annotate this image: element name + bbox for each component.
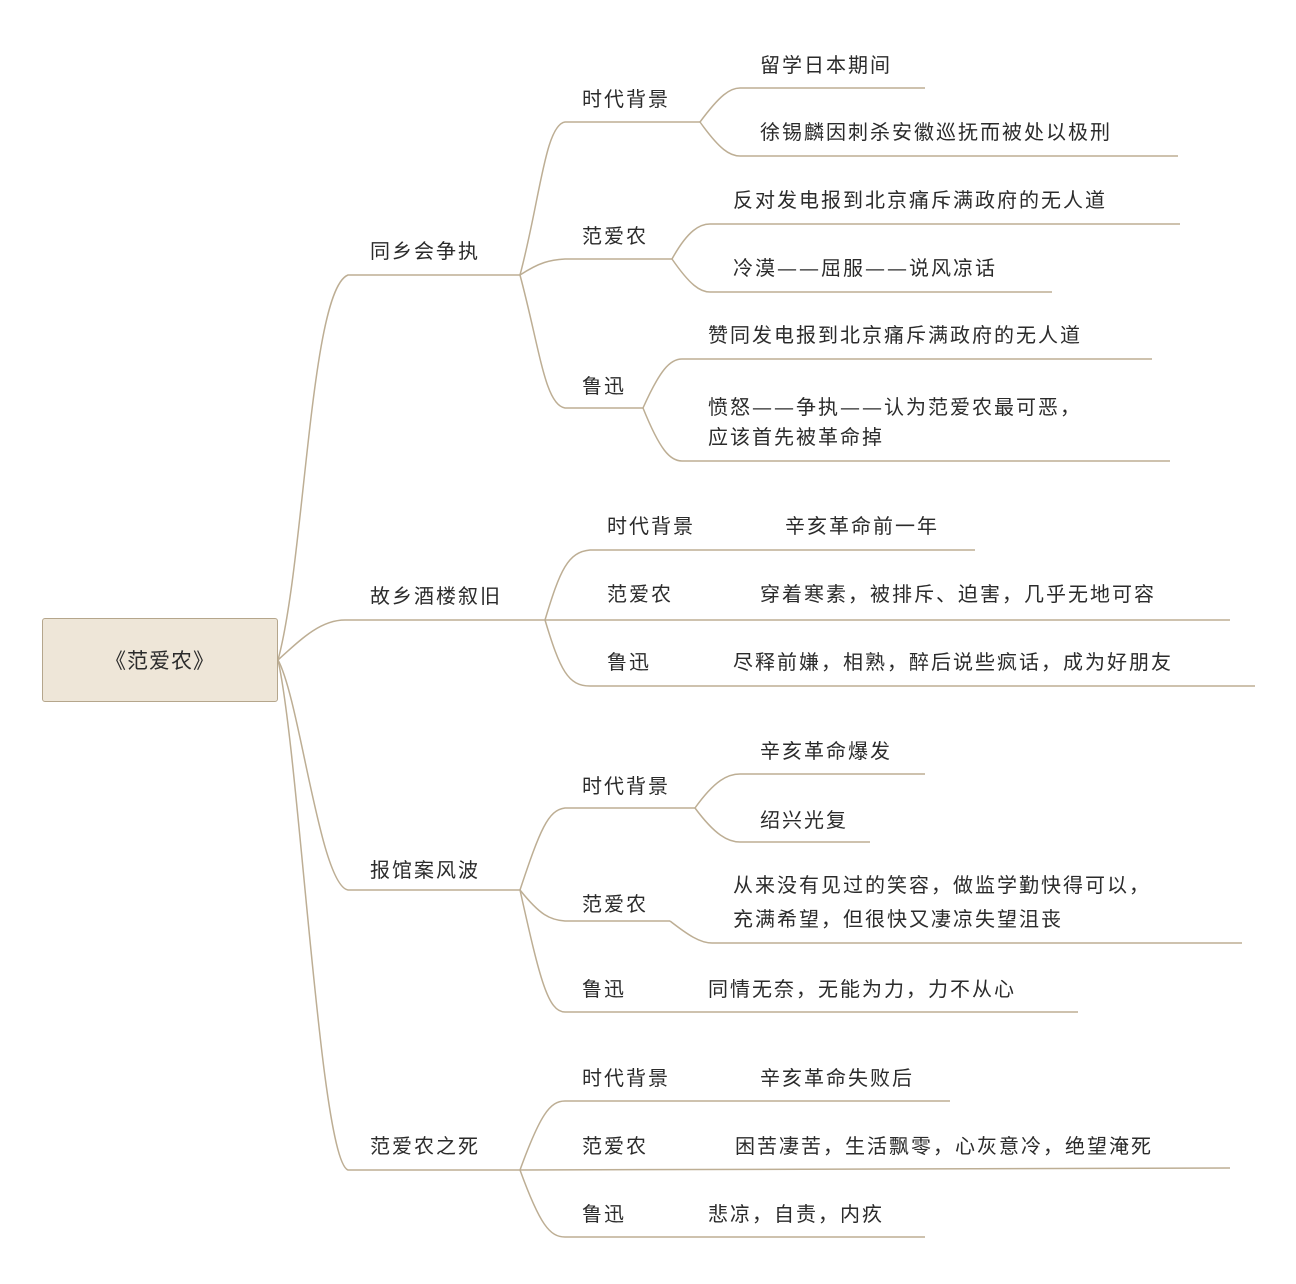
connector-b2-c0 [519, 807, 695, 891]
leaf-text: 辛亥革命失败后 [760, 1066, 914, 1090]
leaf-text: 悲凉，自责，内疚 [708, 1202, 884, 1226]
connector-b1-c0 [544, 549, 975, 621]
leaf-text: 徐锡麟因刺杀安徽巡抚而被处以极刑 [760, 120, 1112, 144]
leaf-text: 同情无奈，无能为力，力不从心 [708, 977, 1016, 1001]
connector-b0-c2 [519, 274, 643, 409]
branch-label-2[interactable]: 故乡酒楼叙旧 [370, 584, 502, 608]
connector-b0-c0-i1 [699, 121, 1178, 157]
connector-b2-c0-i0 [694, 773, 925, 809]
leaf-text: 冷漠——屈服——说风凉话 [733, 256, 997, 280]
connector-b0-c1-i1 [671, 258, 1052, 293]
topic-label[interactable]: 鲁迅 [607, 650, 651, 674]
root-node[interactable]: 《范爱农》 [42, 618, 278, 702]
leaf-text: 困苦凄苦，生活飘零，心灰意冷，绝望淹死 [735, 1134, 1153, 1158]
topic-label[interactable]: 范爱农 [607, 582, 673, 606]
connector-b2-c0-i1 [694, 807, 870, 843]
connector-b1-c2 [544, 619, 1255, 687]
leaf-text: 辛亥革命爆发 [760, 739, 892, 763]
connector-root-b3 [277, 659, 520, 1171]
leaf-text: 愤怒——争执——认为范爱农最可恶， [708, 395, 1082, 419]
leaf-text: 留学日本期间 [760, 53, 892, 77]
connector-b0-c2-i0 [642, 358, 1152, 409]
connector-b3-c1 [519, 1167, 1231, 1171]
connector-b0-c2-i1 [642, 407, 1170, 462]
leaf-text: 赞同发电报到北京痛斥满政府的无人道 [708, 323, 1082, 347]
connector-root-b1 [277, 619, 545, 661]
branch-label-4[interactable]: 范爱农之死 [370, 1134, 480, 1158]
leaf-text: 应该首先被革命掉 [708, 425, 884, 449]
connector-b0-c1-i0 [671, 223, 1180, 260]
connector-b2-c1-i0 [669, 920, 1242, 944]
leaf-text: 充满希望，但很快又凄凉失望沮丧 [733, 907, 1063, 931]
connector-b0-c0-i0 [699, 87, 925, 123]
connector-b2-c1 [519, 889, 670, 922]
topic-label[interactable]: 范爱农 [582, 1134, 648, 1158]
topic-label[interactable]: 时代背景 [582, 774, 670, 798]
topic-label[interactable]: 鲁迅 [582, 374, 626, 398]
connector-b3-c0 [519, 1100, 950, 1171]
topic-label[interactable]: 范爱农 [582, 224, 648, 248]
connector-b3-c2 [519, 1169, 925, 1238]
leaf-text: 尽释前嫌，相熟，醉后说些疯话，成为好朋友 [733, 650, 1173, 674]
topic-label[interactable]: 范爱农 [582, 892, 648, 916]
leaf-text: 辛亥革命前一年 [785, 514, 939, 538]
root-label: 《范爱农》 [105, 649, 215, 673]
leaf-text: 从来没有见过的笑容，做监学勤快得可以， [733, 873, 1151, 897]
leaf-text: 穿着寒素，被排斥、迫害，几乎无地可容 [760, 582, 1156, 606]
topic-label[interactable]: 时代背景 [582, 87, 670, 111]
leaf-text: 反对发电报到北京痛斥满政府的无人道 [733, 188, 1107, 212]
topic-label[interactable]: 时代背景 [607, 514, 695, 538]
connector-root-b0 [277, 274, 520, 661]
topic-label[interactable]: 时代背景 [582, 1066, 670, 1090]
connector-b2-c2 [519, 889, 1078, 1013]
topic-label[interactable]: 鲁迅 [582, 1202, 626, 1226]
topic-label[interactable]: 鲁迅 [582, 977, 626, 1001]
branch-label-3[interactable]: 报馆案风波 [370, 858, 480, 882]
connector-b0-c0 [519, 121, 700, 276]
connector-root-b2 [277, 659, 520, 891]
connector-b0-c1 [519, 258, 672, 276]
leaf-text: 绍兴光复 [760, 808, 848, 832]
branch-label-1[interactable]: 同乡会争执 [370, 239, 480, 263]
